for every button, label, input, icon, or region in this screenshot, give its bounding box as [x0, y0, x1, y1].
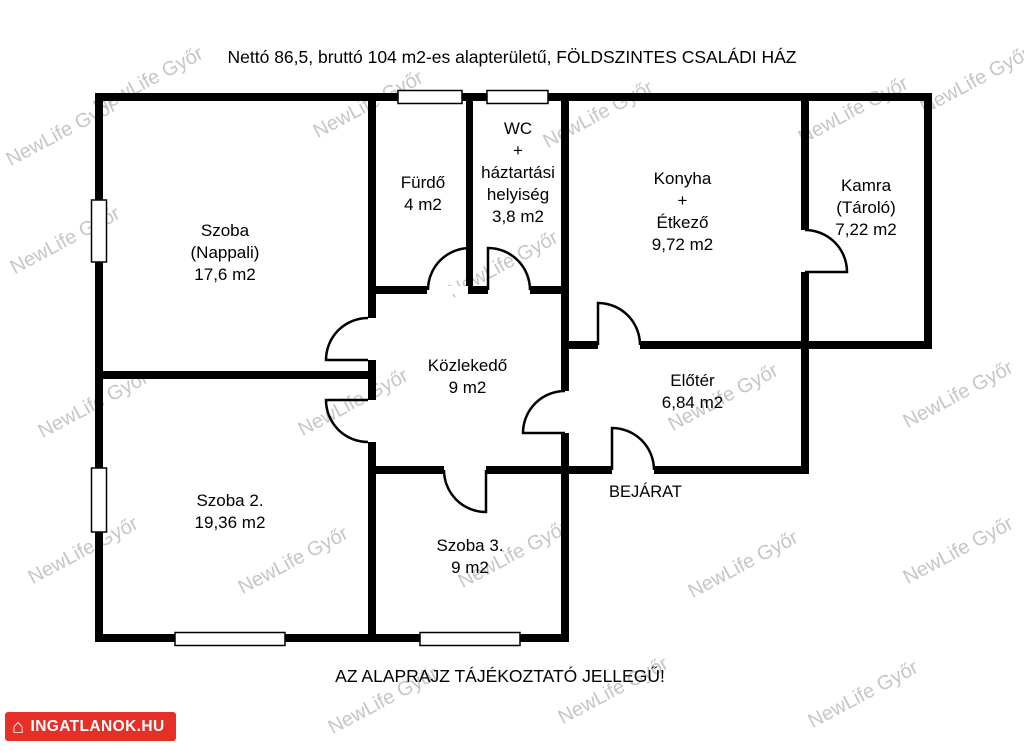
door-swings: [324, 228, 849, 514]
room-area: 9 m2: [448, 378, 487, 398]
entrance-label: BEJÁRAT: [608, 483, 683, 501]
room-label-wc: WC + háztartási helyiség 3,8 m2: [474, 118, 562, 228]
room-area: 3,8 m2: [492, 207, 544, 227]
room-label-nappali: Szoba (Nappali) 17,6 m2: [130, 220, 320, 286]
room-area: 9 m2: [451, 558, 489, 578]
room-name: Étkező: [656, 213, 709, 233]
room-area: 7,22 m2: [835, 220, 897, 240]
house-icon: ⌂: [12, 715, 25, 738]
room-name: Előtér: [670, 371, 715, 390]
room-area: 9,72 m2: [651, 235, 714, 255]
ingatlanok-logo: ⌂ INGATLANOK.HU: [5, 712, 176, 741]
room-name: Szoba: [200, 221, 250, 240]
room-label-kozlekedo: Közlekedő 9 m2: [380, 355, 555, 399]
room-name: (Tároló): [836, 198, 896, 218]
room-label-konyha: Konyha + Étkező 9,72 m2: [590, 168, 775, 256]
room-area: 6,84 m2: [661, 393, 724, 413]
room-name: Kamra: [840, 176, 892, 195]
room-label-szoba2: Szoba 2. 19,36 m2: [135, 490, 325, 534]
room-area: 19,36 m2: [194, 513, 266, 533]
room-name: háztartási: [481, 163, 555, 183]
windows: [90, 89, 549, 647]
room-name: Konyha: [653, 169, 712, 188]
room-area: 4 m2: [404, 195, 442, 215]
room-name: helyiség: [486, 185, 550, 205]
room-name: +: [677, 191, 688, 211]
disclaimer-text: AZ ALAPRAJZ TÁJÉKOZTATÓ JELLEGŰ!: [335, 666, 665, 686]
room-label-kamra: Kamra (Tároló) 7,22 m2: [796, 175, 936, 241]
room-label-szoba3: Szoba 3. 9 m2: [385, 535, 555, 579]
room-name: Fürdő: [400, 173, 446, 192]
room-name: WC: [503, 119, 533, 138]
room-name: Szoba 3.: [436, 536, 504, 555]
room-label-furdo: Fürdő 4 m2: [378, 172, 468, 216]
room-area: 17,6 m2: [194, 265, 256, 285]
room-name: +: [513, 141, 523, 161]
room-name: Közlekedő: [427, 356, 508, 375]
room-name: (Nappali): [190, 243, 260, 263]
room-label-eloter: Előtér 6,84 m2: [610, 370, 775, 414]
logo-text: INGATLANOK.HU: [30, 717, 165, 735]
plan-title: Nettó 86,5, bruttó 104 m2-es alapterület…: [227, 47, 797, 67]
door-openings: [368, 230, 809, 474]
room-name: Szoba 2.: [196, 491, 264, 510]
